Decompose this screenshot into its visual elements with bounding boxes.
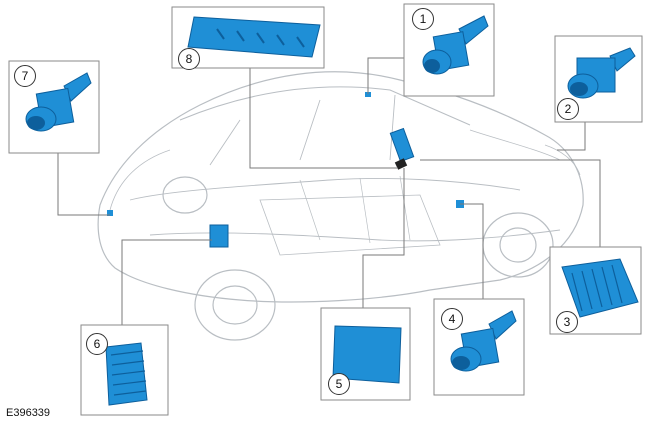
front-left-wheel-hub [212,285,258,325]
vehicle-outline [97,71,584,303]
leader-line-4 [460,203,484,299]
leader-line-8 [249,68,398,169]
leader-line-1 [367,57,405,94]
rear-left-wheel-hub [499,227,537,263]
front-left-wheel [194,269,276,341]
callout-number-2: 2 [557,98,579,120]
leader-line-5 [362,168,405,308]
callout-number-3: 3 [556,311,578,333]
figure-reference-code: E396339 [6,407,51,419]
leader-line-7 [57,153,110,216]
callout-number-5: 5 [328,373,350,395]
callout-number-1: 1 [412,8,434,30]
callout-number-7: 7 [14,65,36,87]
leader-line-6 [121,239,212,325]
module-5-on-vehicle [394,158,408,170]
camera-illustration-7 [8,60,100,154]
camera-1-on-vehicle [365,92,371,97]
callout-number-4: 4 [441,308,463,330]
leader-line-2 [557,118,586,151]
rear-left-wheel [482,212,554,278]
camera-7-on-vehicle [107,210,113,216]
leader-line-3 [420,159,601,247]
panel-8-on-vehicle [389,127,415,163]
callout-number-6: 6 [86,333,108,355]
callout-number-8: 8 [178,48,200,70]
vehicle-components [107,92,464,248]
steering-wheel [162,176,208,214]
module-6-on-vehicle [209,224,229,248]
camera-illustration-4 [433,298,525,396]
leader-lines [57,57,601,325]
wheels [162,176,554,341]
